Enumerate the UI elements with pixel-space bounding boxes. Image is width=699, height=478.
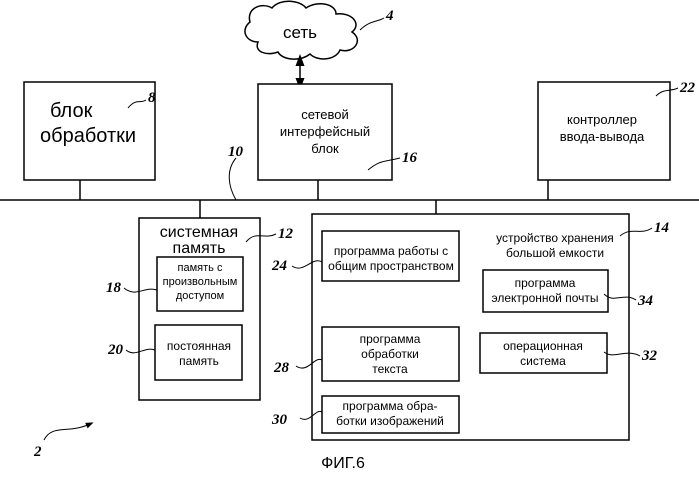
- figure-caption: ФИГ.6: [321, 455, 365, 472]
- ref-24: 24: [271, 258, 288, 274]
- ref-32: 32: [641, 348, 658, 364]
- shared-space-program-label-2: общим пространством: [328, 259, 454, 273]
- ref-18: 18: [106, 280, 122, 296]
- processing-label-1: блок: [50, 100, 93, 122]
- rom-label-2: память: [179, 354, 219, 368]
- system-memory-label-1: системная: [160, 224, 238, 241]
- operating-system-label-1: операционная: [503, 339, 583, 353]
- shared-space-program-label-1: программа работы с: [334, 244, 448, 258]
- text-program-label-2: обработки: [361, 347, 419, 361]
- ref-16: 16: [402, 150, 418, 166]
- ref-34: 34: [637, 293, 654, 309]
- rom-label-1: постоянная: [167, 339, 231, 353]
- image-program-label-1: программа обра-: [343, 399, 438, 413]
- email-program-label-2: электронной почты: [491, 291, 598, 305]
- operating-system-label-2: система: [520, 354, 566, 368]
- network-interface-label-1: сетевой: [301, 107, 349, 122]
- ref-10: 10: [228, 144, 244, 160]
- processing-label-2: обработки: [40, 125, 136, 147]
- mass-storage-label-2: большой емкости: [506, 246, 604, 260]
- network-interface-label-3: блок: [311, 141, 339, 156]
- ram-label-1: память с: [178, 262, 223, 274]
- ref-8: 8: [148, 90, 156, 106]
- image-program-label-2: ботки изображений: [336, 414, 444, 428]
- mass-storage-label-1: устройство хранения: [496, 231, 614, 245]
- network-interface-label-2: интерфейсный: [280, 124, 370, 139]
- text-program-label-1: программа: [360, 332, 421, 346]
- ref-22: 22: [679, 80, 696, 96]
- ref-2: 2: [33, 444, 42, 460]
- ref-4: 4: [385, 8, 394, 24]
- io-controller-label-2: ввода-вывода: [560, 129, 645, 144]
- ram-label-2: произвольным: [163, 276, 238, 288]
- ref-20: 20: [107, 342, 124, 358]
- ref-12: 12: [278, 226, 294, 242]
- io-controller-label-1: контроллер: [567, 112, 637, 127]
- system-memory-label-2: память: [173, 240, 226, 257]
- ref-14: 14: [654, 220, 670, 236]
- ref-30: 30: [271, 412, 288, 428]
- email-program-label-1: программа: [515, 276, 576, 290]
- network-label: сеть: [283, 23, 317, 42]
- system-ref-arrow: [44, 424, 90, 440]
- ref-28: 28: [273, 360, 290, 376]
- ram-label-3: доступом: [176, 290, 224, 302]
- text-program-label-3: текста: [372, 362, 408, 376]
